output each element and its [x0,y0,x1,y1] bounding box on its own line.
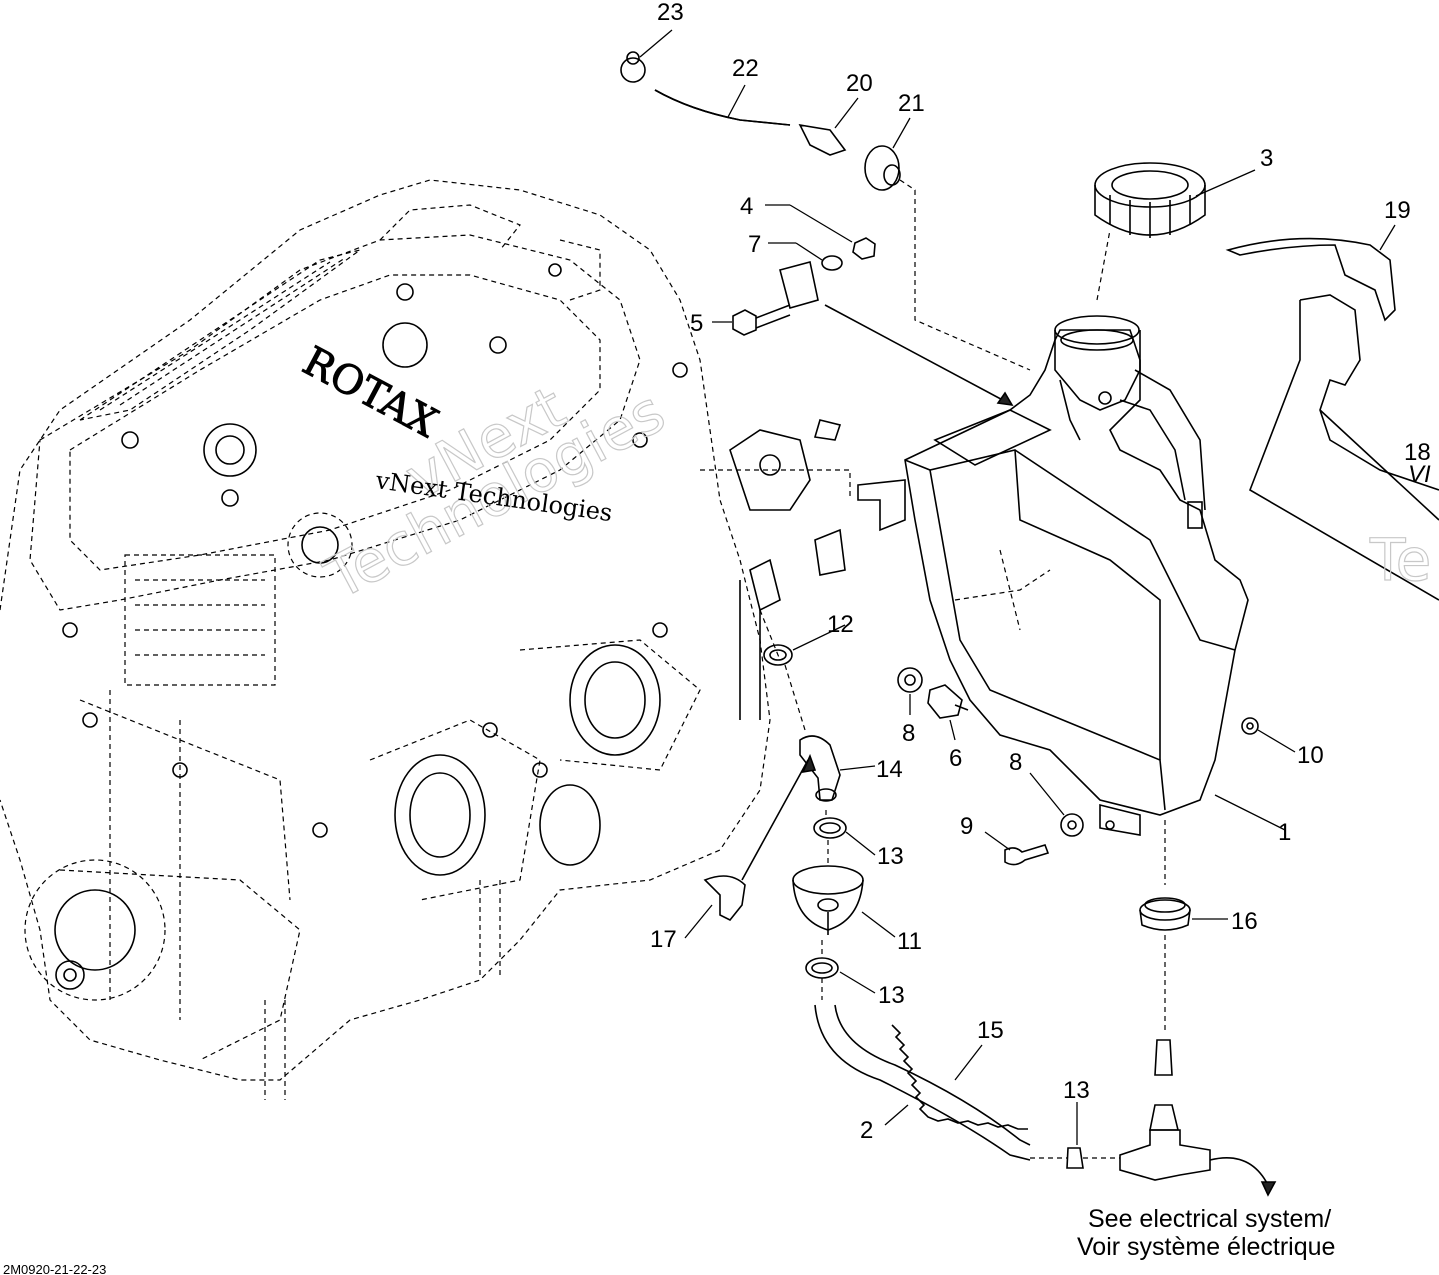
rotax-lettering: ROTAX [295,338,446,448]
assembly-lines [741,179,1166,1159]
small-parts [620,51,1277,1197]
svg-text:ROTAX: ROTAX [295,338,445,447]
leader-lines [639,29,1396,1145]
callout-23: 23 [657,0,684,26]
callout-18: 18 [1404,439,1431,466]
callout-1: 1 [1278,819,1291,846]
watermark-right-edge: Te [1369,526,1431,594]
note-line-1: See electrical system/ [1088,1205,1331,1233]
tank-cap [1094,162,1206,238]
callout-7: 7 [748,231,761,258]
watermarks: vNext Technologies vNext Technologies Te [313,372,1432,613]
callout-19: 19 [1384,197,1411,224]
callout-4: 4 [740,193,753,220]
callout-22: 22 [732,55,759,82]
callout-17: 17 [650,926,677,953]
part-18-plate [1249,294,1439,601]
callout-18-partial: VI [1408,461,1431,488]
oil-tank [857,315,1249,836]
callout-14: 14 [876,756,903,783]
callout-8: 8 [1009,749,1022,776]
callout-5: 5 [690,310,703,337]
callout-10: 10 [1297,742,1324,769]
callout-13: 13 [878,982,905,1009]
callout-16: 16 [1231,908,1258,935]
figure-code: 2M0920-21-22-23 [3,1262,106,1275]
callout-13: 13 [877,843,904,870]
callout-3: 3 [1260,145,1273,172]
callout-21: 21 [898,90,925,117]
callout-12: 12 [827,611,854,638]
callout-13: 13 [1063,1077,1090,1104]
callout-numbers: 1 2 3 4 5 6 7 8 8 9 10 11 12 13 13 13 14… [650,0,1431,1144]
callout-20: 20 [846,70,873,97]
engine-drawing: ROTAX [0,179,851,1100]
callout-11: 11 [897,928,922,955]
callout-9: 9 [960,813,973,840]
electrical-note: See electrical system/ Voir système élec… [1077,1205,1335,1261]
callout-8: 8 [902,720,915,747]
callout-15: 15 [977,1017,1004,1044]
part-19-strap [1225,237,1396,322]
note-line-2: Voir système électrique [1077,1233,1335,1261]
callout-6: 6 [949,745,962,772]
callout-2: 2 [860,1117,873,1144]
